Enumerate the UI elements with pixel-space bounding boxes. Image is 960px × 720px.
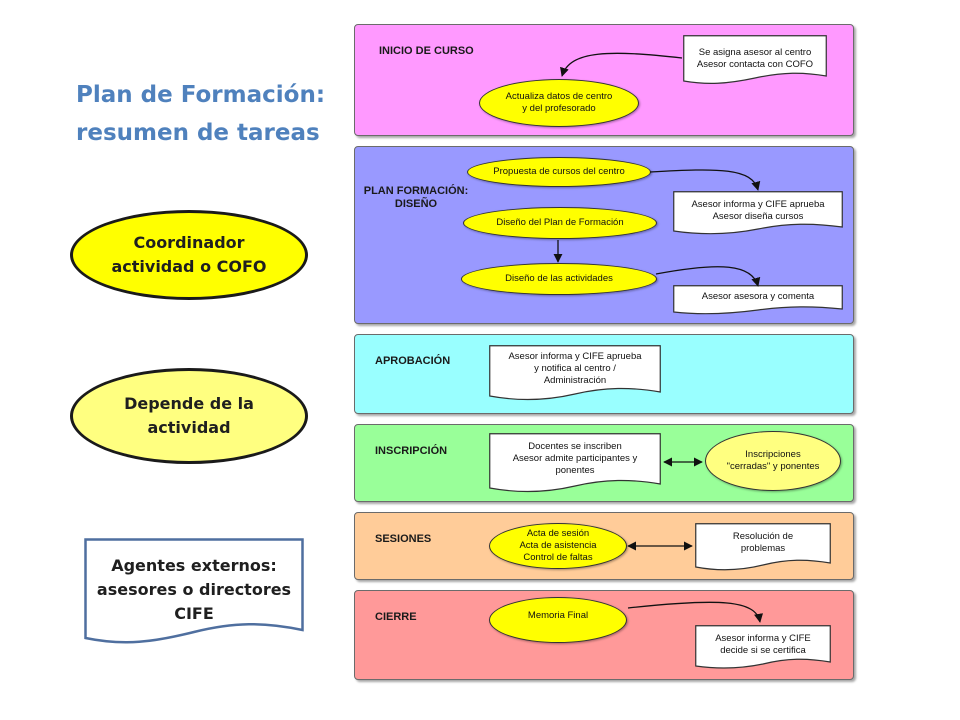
band-plan-formacion-diseno: PLAN FORMACIÓN: DISEÑO Propuesta de curs… bbox=[354, 146, 854, 324]
title-line-2: resumen de tareas bbox=[76, 120, 320, 146]
sesiones-oval-line-1: Acta de sesión bbox=[526, 528, 590, 539]
sesiones-oval: Acta de sesión Acta de asistencia Contro… bbox=[489, 523, 627, 569]
diseno-document-2-line-1: Asesor asesora y comenta bbox=[701, 291, 815, 302]
band-inscripcion-label: INSCRIPCIÓN bbox=[375, 445, 448, 457]
legend-coordinador-line-1: Coordinador bbox=[133, 233, 245, 252]
legend-depende-oval: Depende de la actividad bbox=[70, 368, 308, 464]
band-aprobacion: APROBACIÓN Asesor informa y CIFE aprueba… bbox=[354, 334, 854, 414]
band-diseno-label: PLAN FORMACIÓN: DISEÑO bbox=[361, 185, 471, 211]
inicio-document-line-1: Se asigna asesor al centro bbox=[698, 47, 812, 58]
legend-externos-document: Agentes externos: asesores o directores … bbox=[84, 538, 304, 648]
diseno-document-1-line-1: Asesor informa y CIFE aprueba bbox=[691, 199, 825, 210]
diseno-oval-actividades: Diseño de las actividades bbox=[461, 263, 657, 295]
inscripcion-document-line-1: Docentes se inscriben bbox=[528, 441, 622, 452]
legend-depende-line-2: actividad bbox=[147, 418, 231, 437]
diseno-document-2: Asesor asesora y comenta bbox=[673, 285, 843, 315]
band-cierre-label: CIERRE bbox=[375, 611, 417, 623]
inscripcion-document-line-3: ponentes bbox=[555, 465, 595, 476]
cierre-document: Asesor informa y CIFE decide si se certi… bbox=[695, 625, 831, 669]
inicio-document-line-2: Asesor contacta con COFO bbox=[696, 59, 814, 70]
inscripcion-document-line-2: Asesor admite participantes y bbox=[512, 453, 638, 464]
band-inicio-label: INICIO DE CURSO bbox=[379, 45, 474, 57]
cierre-document-line-2: decide si se certifica bbox=[720, 645, 806, 656]
inicio-oval: Actualiza datos de centro y del profesor… bbox=[479, 79, 639, 127]
page-title: Plan de Formación: resumen de tareas bbox=[76, 76, 346, 152]
inscripcion-oval-line-1: Inscripciones bbox=[745, 449, 801, 460]
band-aprobacion-label: APROBACIÓN bbox=[375, 355, 451, 367]
legend-depende-line-1: Depende de la bbox=[124, 394, 254, 413]
title-line-1: Plan de Formación: bbox=[76, 82, 326, 108]
inicio-oval-line-1: Actualiza datos de centro bbox=[505, 91, 613, 102]
band-diseno-label-line-1: PLAN FORMACIÓN: bbox=[363, 185, 469, 197]
inscripcion-oval: Inscripciones "cerradas" y ponentes bbox=[705, 431, 841, 491]
legend-externos-line-1: Agentes externos: bbox=[111, 556, 277, 575]
sesiones-document-line-1: Resolución de bbox=[732, 531, 794, 542]
legend-coordinador-line-2: actividad o COFO bbox=[111, 257, 267, 276]
diseno-oval-plan: Diseño del Plan de Formación bbox=[463, 207, 657, 239]
aprobacion-document-line-1: Asesor informa y CIFE aprueba bbox=[508, 351, 642, 362]
inicio-document: Se asigna asesor al centro Asesor contac… bbox=[683, 35, 827, 85]
sesiones-oval-line-2: Acta de asistencia bbox=[519, 540, 597, 551]
sesiones-document: Resolución de problemas bbox=[695, 523, 831, 571]
diseno-oval-propuesta: Propuesta de cursos del centro bbox=[467, 157, 651, 187]
legend-coordinador-oval: Coordinador actividad o COFO bbox=[70, 210, 308, 300]
legend-externos-line-2: asesores o directores bbox=[96, 580, 292, 599]
sesiones-oval-line-3: Control de faltas bbox=[523, 552, 593, 563]
legend-externos-line-3: CIFE bbox=[174, 604, 214, 623]
cierre-document-line-1: Asesor informa y CIFE bbox=[715, 633, 811, 644]
aprobacion-document-line-3: Administración bbox=[543, 375, 607, 386]
cierre-oval: Memoria Final bbox=[489, 597, 627, 643]
band-cierre: CIERRE Memoria Final Asesor informa y CI… bbox=[354, 590, 854, 680]
inscripcion-oval-line-2: "cerradas" y ponentes bbox=[726, 461, 820, 472]
legend-externos-shape bbox=[84, 538, 304, 644]
inicio-oval-line-2: y del profesorado bbox=[522, 103, 596, 114]
band-sesiones: SESIONES Acta de sesión Acta de asistenc… bbox=[354, 512, 854, 580]
diseno-document-1: Asesor informa y CIFE aprueba Asesor dis… bbox=[673, 191, 843, 235]
aprobacion-document-line-2: y notifica al centro / bbox=[534, 363, 616, 374]
band-diseno-label-line-2: DISEÑO bbox=[394, 198, 438, 210]
diseno-document-1-line-2: Asesor diseña cursos bbox=[712, 211, 804, 222]
band-inscripcion: INSCRIPCIÓN Docentes se inscriben Asesor… bbox=[354, 424, 854, 502]
aprobacion-document: Asesor informa y CIFE aprueba y notifica… bbox=[489, 345, 661, 401]
band-sesiones-label: SESIONES bbox=[375, 533, 432, 545]
inscripcion-document: Docentes se inscriben Asesor admite part… bbox=[489, 433, 661, 493]
band-inicio-de-curso: INICIO DE CURSO Se asigna asesor al cent… bbox=[354, 24, 854, 136]
sesiones-document-line-2: problemas bbox=[740, 543, 786, 554]
